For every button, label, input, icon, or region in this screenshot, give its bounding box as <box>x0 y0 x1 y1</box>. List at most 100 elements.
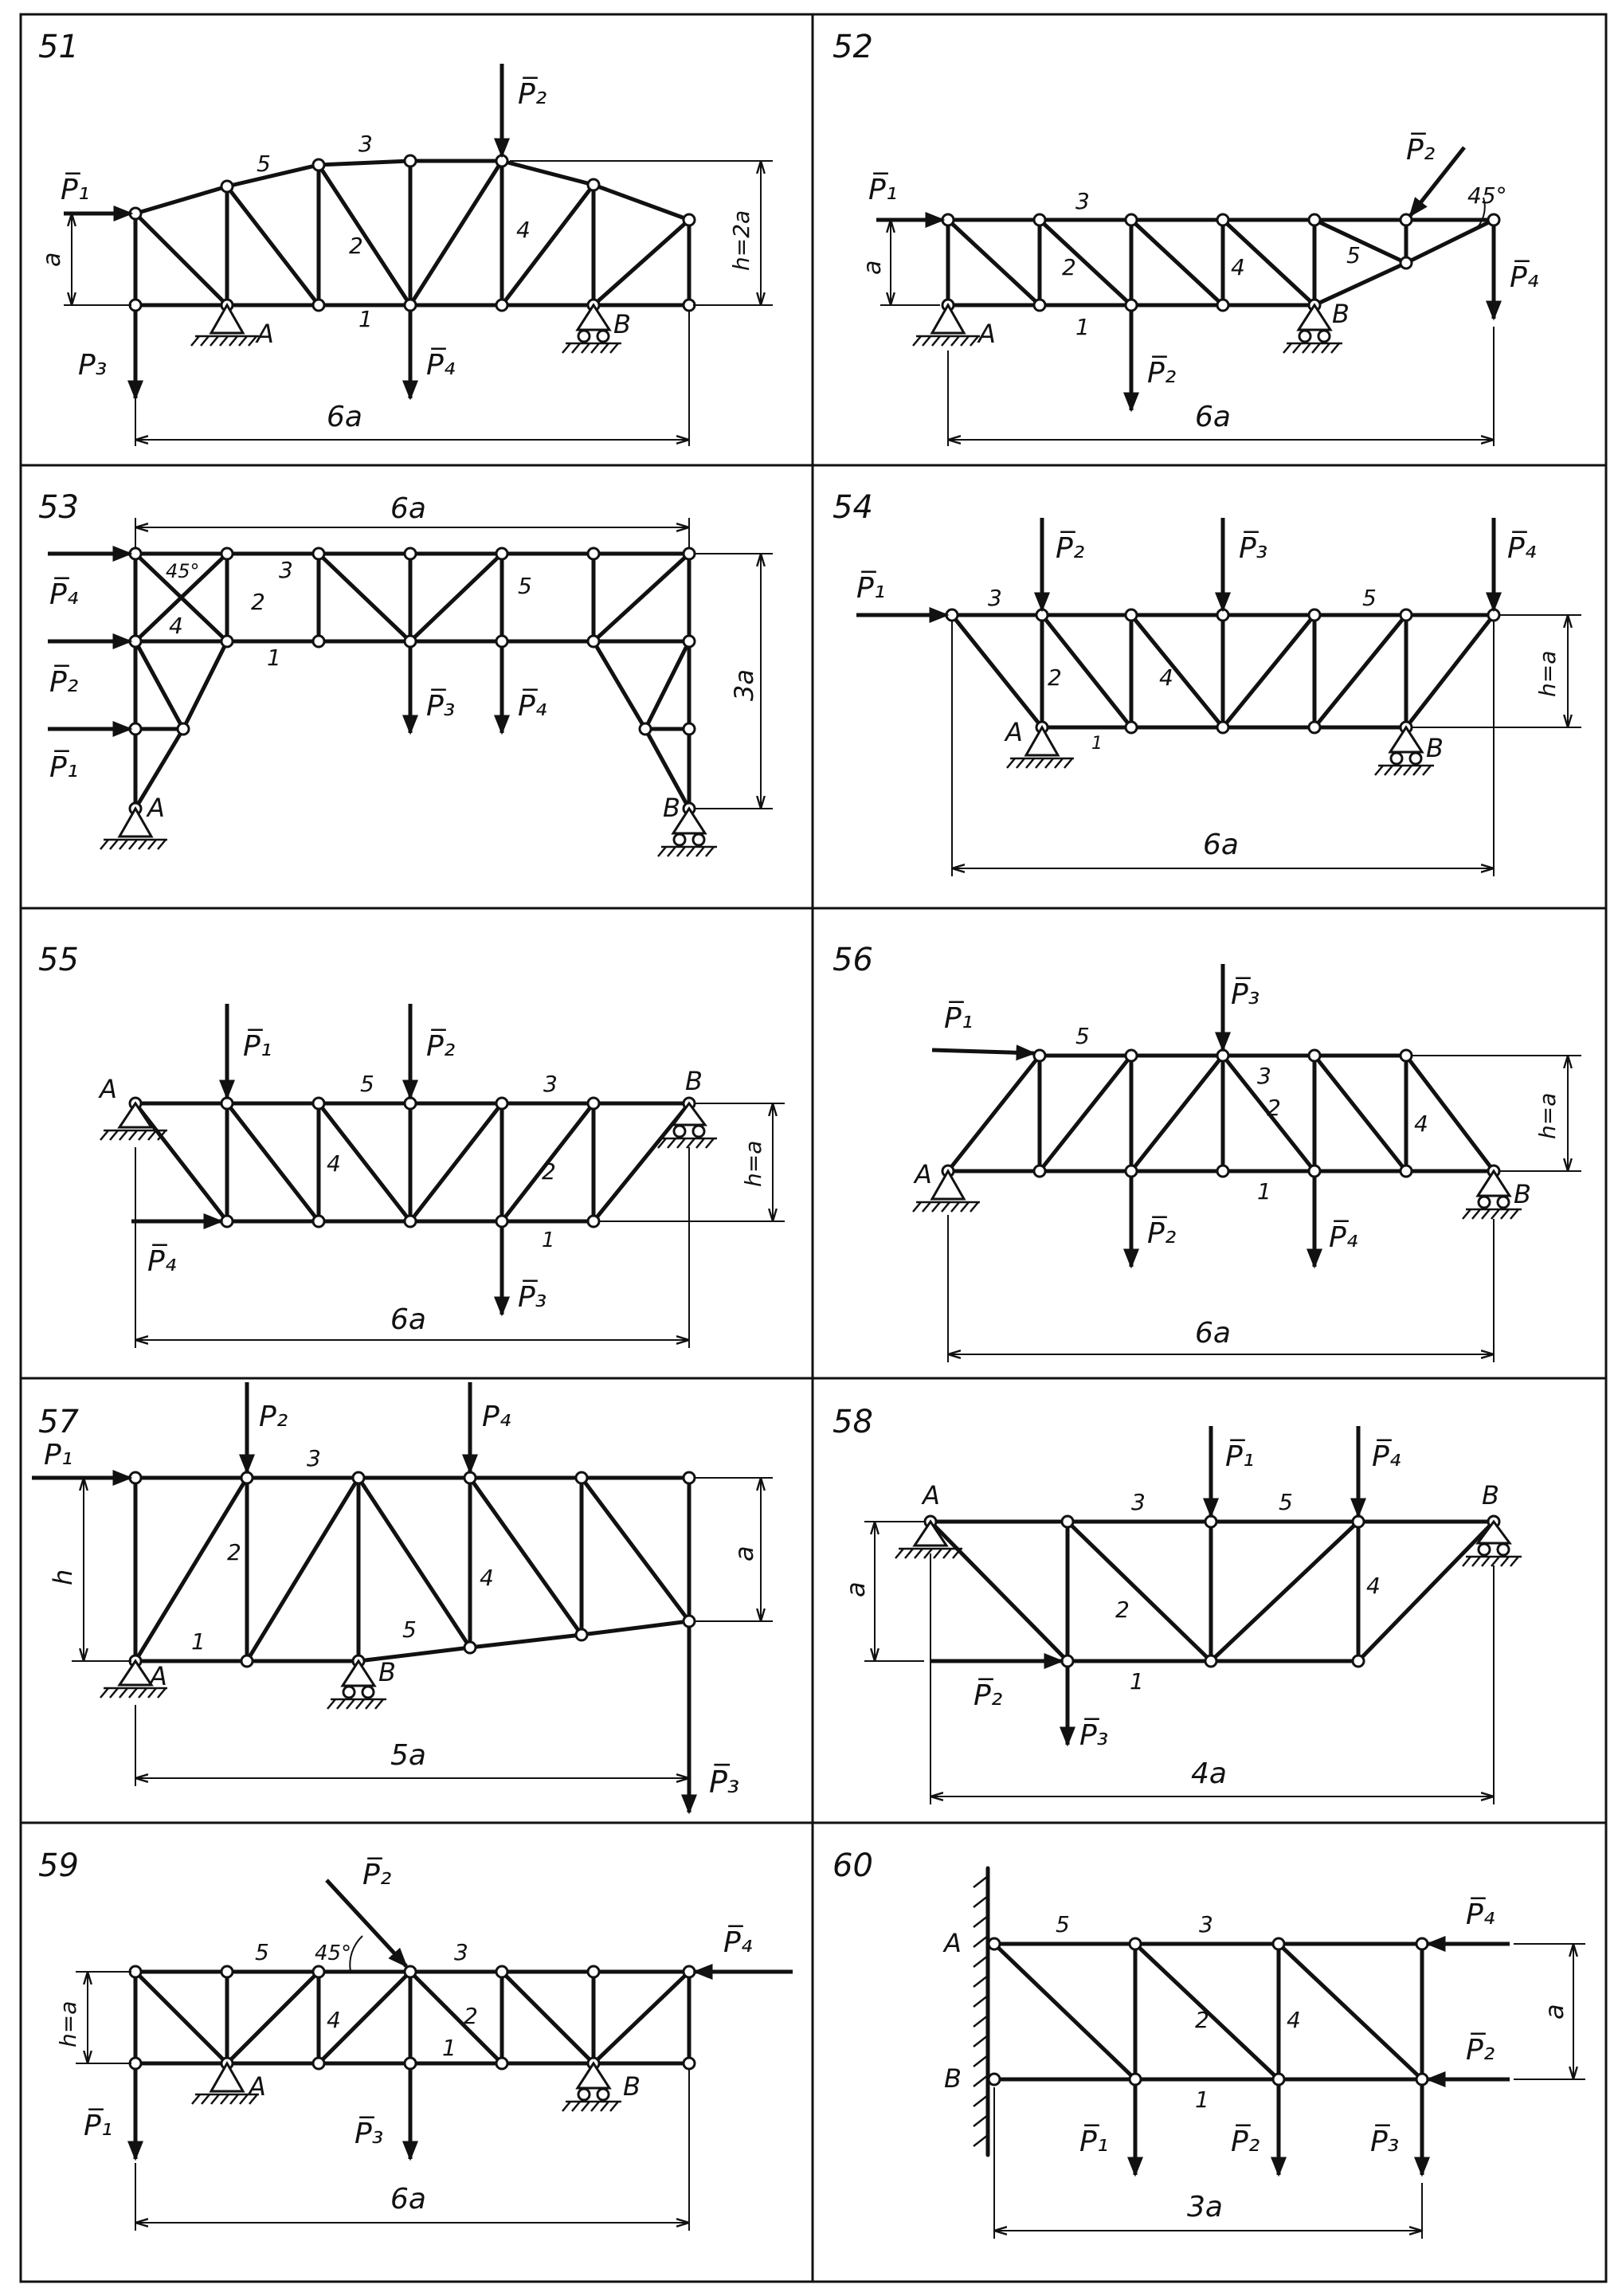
support-label: A <box>98 1074 117 1104</box>
support-label: B <box>1514 1179 1531 1209</box>
angle-label: 45° <box>166 560 200 582</box>
bar-label: 1 <box>1195 2086 1209 2113</box>
truss-55 <box>128 1096 696 1228</box>
problem-number: 58 <box>833 1404 873 1440</box>
load-label: P₁ <box>44 1439 72 1471</box>
pin-support-A <box>191 2060 259 2105</box>
bar-label: 2 <box>1195 2007 1209 2033</box>
bar-label: 4 <box>1366 1573 1381 1599</box>
bar-label: 4 <box>1414 1111 1428 1137</box>
height-dimension: 3a <box>729 669 759 701</box>
wall-support <box>973 1866 990 2157</box>
problem-60: 60 P̅₄ P̅₂ P̅₁ P̅₂ <box>833 1847 1585 2239</box>
support-label: A <box>247 2071 266 2102</box>
truss-60 <box>987 1937 1429 2086</box>
span-dimension: 6a <box>1195 401 1231 433</box>
problem-51: 51 <box>38 29 773 446</box>
support-label: B <box>1332 299 1350 329</box>
load-label: P₄ <box>482 1401 511 1433</box>
load-label: P̅₁ <box>1225 1439 1254 1473</box>
support-label: B <box>1482 1480 1499 1510</box>
truss-54 <box>945 608 1501 735</box>
bar-label: 3 <box>1257 1063 1271 1089</box>
load-label: P̅₂ <box>1406 132 1435 167</box>
load-label: P̅₁ <box>49 750 78 784</box>
load-label: P̅₃ <box>709 1764 739 1800</box>
roller-support-B <box>327 1659 386 1710</box>
sheet-grid <box>19 13 1608 2283</box>
support-label: B <box>613 309 631 339</box>
load-label: P̅₄ <box>426 347 456 382</box>
bar-label: 1 <box>542 1228 555 1252</box>
load-label: P̅₂ <box>1147 355 1176 390</box>
bar-label: 5 <box>1056 1911 1070 1937</box>
problem-54: 54 <box>833 489 1581 876</box>
bar-label: 3 <box>307 1445 321 1471</box>
support-label: A <box>921 1480 940 1510</box>
height-dimension: h <box>48 1569 78 1585</box>
side-dimension: a <box>859 261 887 275</box>
truss-51 <box>128 154 696 312</box>
bar-label: 5 <box>360 1071 374 1097</box>
load-label: P̅₂ <box>974 1678 1002 1712</box>
bar-label: 2 <box>464 2003 478 2029</box>
support-label: A <box>977 319 996 349</box>
problem-52: 52 <box>833 29 1539 446</box>
load-label: P̅₂ <box>49 664 78 699</box>
load-label: P̅₁ <box>1079 2124 1108 2158</box>
load-label: P₂ <box>259 1401 288 1433</box>
problem-59: 59 <box>38 1847 793 2231</box>
roller-support-B <box>657 806 717 857</box>
load-label: P̅₃ <box>426 688 455 723</box>
bar-label: 2 <box>1048 664 1062 691</box>
load-label: P̅₁ <box>243 1028 272 1063</box>
problem-number: 60 <box>833 1847 873 1884</box>
problem-number: 59 <box>38 1847 79 1884</box>
truss-58 <box>923 1514 1501 1668</box>
load-label: P̅₂ <box>426 1028 455 1063</box>
bar-label: 4 <box>327 1150 341 1177</box>
bar-label: 3 <box>988 585 1002 611</box>
bar-label: 5 <box>518 573 532 599</box>
height-dimension: h=2a <box>728 210 754 271</box>
load-arrow-P2-inclined <box>1408 146 1466 217</box>
side-dimension: a <box>840 1581 871 1597</box>
span-dimension: 6a <box>1195 1317 1231 1350</box>
bar-label: 2 <box>1062 254 1076 280</box>
angle-label: 45° <box>1467 182 1507 209</box>
load-label: P̅₃ <box>1239 531 1267 565</box>
load-label: P̅₄ <box>1507 531 1537 565</box>
bar-label: 3 <box>1199 1911 1213 1937</box>
bar-label: 1 <box>1130 1668 1144 1695</box>
bar-label: 2 <box>542 1158 556 1185</box>
bar-label: 5 <box>255 1939 269 1965</box>
load-arrow-P2 <box>325 1879 408 1968</box>
bar-label: 1 <box>267 645 281 671</box>
truss-56 <box>941 1048 1501 1178</box>
support-label: B <box>944 2063 962 2094</box>
bar-label: 4 <box>1159 664 1173 691</box>
span-dimension: 3a <box>1187 2191 1223 2224</box>
pin-support-A <box>190 302 259 347</box>
load-label: P̅₃ <box>355 2116 383 2150</box>
bar-label: 1 <box>442 2035 456 2061</box>
bar-label: 5 <box>1075 1023 1090 1049</box>
bar-label: 2 <box>1267 1095 1281 1121</box>
pin-support-A <box>895 1519 962 1559</box>
support-label: B <box>663 793 680 823</box>
problem-58: 58 <box>833 1404 1522 1804</box>
problem-number: 51 <box>38 29 79 65</box>
problem-number: 57 <box>38 1404 79 1440</box>
bar-label: 1 <box>191 1628 206 1655</box>
problem-number: 52 <box>833 29 873 65</box>
load-label: P̅₂ <box>1231 2124 1260 2158</box>
load-label: P̅₃ <box>1370 2124 1399 2158</box>
bar-label: 2 <box>227 1539 241 1565</box>
truss-52 <box>941 213 1501 312</box>
support-label: A <box>913 1159 932 1189</box>
pin-support-A <box>912 1168 980 1213</box>
pin-support-A <box>100 805 167 850</box>
bar-label: 5 <box>1362 585 1377 611</box>
load-label: P̅₁ <box>944 1001 973 1035</box>
